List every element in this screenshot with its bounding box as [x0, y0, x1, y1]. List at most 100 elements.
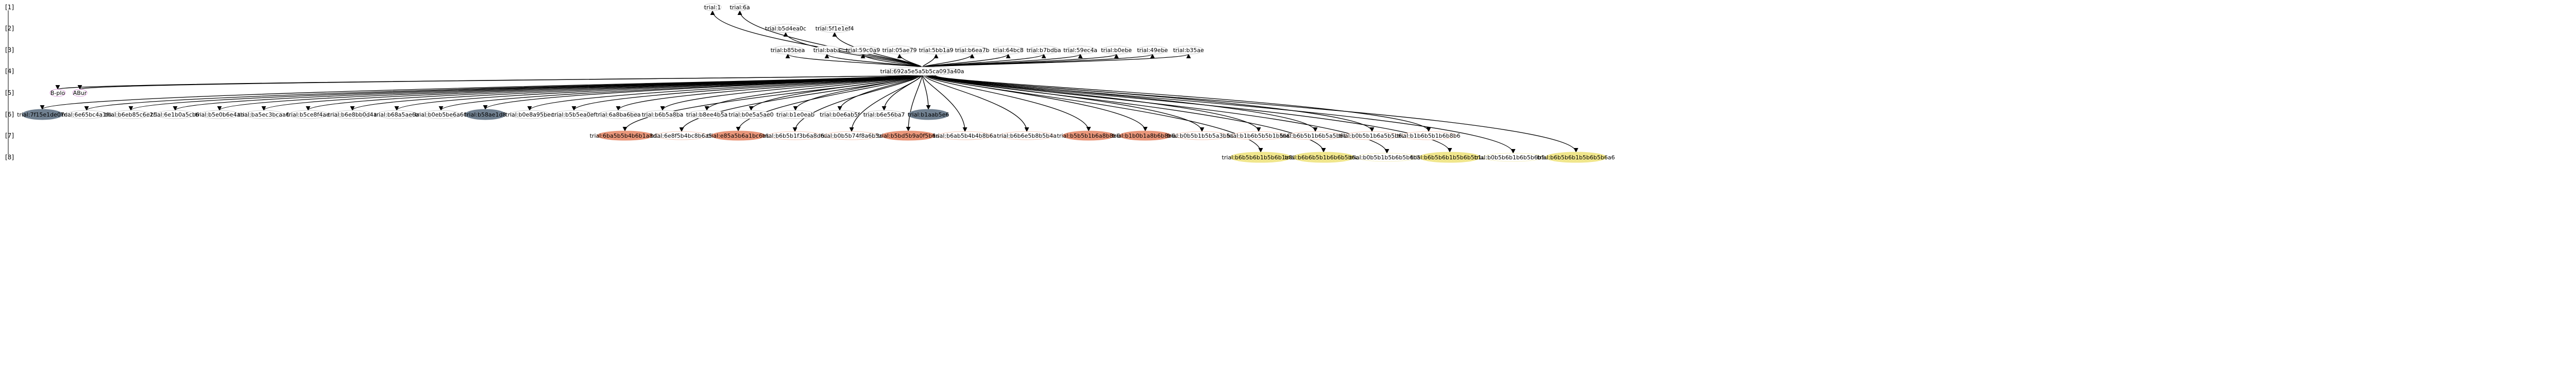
graph-node[interactable]: trial:b35ae [1173, 45, 1204, 55]
node-label: trial:05ae79 [883, 47, 917, 54]
node-label: trial:b0b5b1b6a5b5b6a [1338, 133, 1405, 139]
node-label: trial:b5b5ea0ef [552, 111, 597, 118]
node-ellipse [1065, 45, 1096, 55]
graph-node[interactable]: trial:b6b5b1b6b5a5b6b5 [1280, 131, 1351, 140]
graph-node[interactable]: trial:e85a5b6a1bc6ab [707, 130, 770, 141]
graph-node[interactable]: trial:b6ea7b [955, 45, 990, 55]
graph-node[interactable]: trial:b6e56ba7 [863, 110, 905, 119]
graph-node[interactable]: trial:b5b5b1b6a8b8b6 [1057, 130, 1121, 141]
node-ellipse [957, 45, 988, 55]
graph-node[interactable]: trial:b5bd5b9a0f5b6a [877, 130, 939, 141]
node-label: trial:6a [730, 4, 750, 11]
node-label: trial:1 [704, 4, 721, 11]
graph-node[interactable]: trial:7f15e1de07c [17, 109, 67, 120]
graph-node[interactable]: trial:5f1e1ef4 [816, 24, 854, 33]
edge-hub-n1a [710, 10, 919, 68]
node-ellipse [72, 89, 88, 97]
node-label: trial:b0b5b74f8a6b5a [821, 133, 883, 139]
graph-node[interactable]: trial:b6b6e5b8b5b4a [997, 131, 1057, 140]
graph-node[interactable]: trial:b6b5a8ba [642, 110, 684, 119]
graph-node[interactable]: trial:b7bdba [1026, 45, 1061, 55]
graph-node[interactable]: trial:692a5e5a5b5ca093a40a [880, 67, 964, 76]
graph-node[interactable]: trial:b5b5ea0ef [552, 110, 597, 119]
node-label: trial:b0b5b1b5b5a3b5a5 [1167, 133, 1238, 139]
graph-node[interactable]: trial:b58ae1d8 [465, 109, 506, 120]
node-label: trial:b5ce8f4ae [286, 111, 330, 118]
edge-hub-n8f [935, 75, 1579, 153]
graph-node[interactable]: trial:b5d4ea0c [765, 24, 806, 33]
graph-node[interactable]: trial:b1aab5e6 [908, 109, 950, 120]
node-ellipse [199, 110, 240, 119]
edge-hub-n3c [860, 54, 922, 68]
graph-node[interactable]: trial:6ba5b5b4b6b1a8d1 [590, 130, 660, 141]
graph-node[interactable]: trial:6e1b0a5cb6 [151, 110, 199, 119]
node-label: trial:5f1e1ef4 [816, 25, 854, 32]
graph-node[interactable]: trial:b6b5b6b1b5b6b5b1a6 [1411, 152, 1489, 163]
graph-node[interactable]: trial:b68a5ae6a [374, 110, 419, 119]
graph-node[interactable]: trial:59ec4a [1063, 45, 1097, 55]
graph-node[interactable]: trial:b1b0b1a8b6b8b6a [1112, 130, 1179, 141]
node-label: trial:b5d4ea0c [765, 25, 806, 32]
graph-node[interactable]: trial:b0e6ab5f [820, 110, 860, 119]
graph-node[interactable]: B-plo [49, 89, 66, 97]
graph-node[interactable]: trial:59c0a9 [846, 45, 880, 55]
node-ellipse [49, 89, 66, 97]
graph-node[interactable]: trial:05ae79 [883, 45, 917, 55]
graph-node[interactable]: trial:b8ee4b5a [686, 110, 728, 119]
graph-node[interactable]: trial:b0b5b1b5b5a3b5a5 [1167, 131, 1238, 140]
graph-node[interactable]: trial:b0e8a95bec [505, 110, 554, 119]
node-label: trial:b58ae1d8 [465, 111, 506, 118]
graph-node[interactable]: trial:b6eb85c6e25 [105, 110, 157, 119]
node-label: trial:b0b5b1b5b6b5b6b5a [1350, 154, 1424, 161]
node-ellipse [687, 110, 727, 119]
graph-node[interactable]: ABur [72, 89, 88, 97]
graph-node[interactable]: trial:b6b6b5b1b6b6b5b6a5 [1285, 152, 1363, 163]
node-ellipse [1101, 45, 1131, 55]
graph-node[interactable]: trial:ba5ec3bcaa6 [238, 110, 290, 119]
graph-node[interactable]: trial:b1b6b5b1b6b8b6 [1397, 131, 1461, 140]
graph-node[interactable]: trial:b0b5b6b1b6b5b6b5a5 [1475, 153, 1552, 162]
node-ellipse [703, 3, 722, 11]
graph-node[interactable]: trial:b6ab5b4b4b8b6a [934, 131, 997, 140]
graph-node[interactable]: trial:b1b6b5b5b1b5b6 [1227, 131, 1291, 140]
graph-node[interactable]: trial:b0b5b74f8a6b5a [821, 131, 883, 140]
graph-node[interactable]: trial:baba [814, 45, 841, 55]
graph-node[interactable]: trial:b6e8bb0d4a [328, 110, 377, 119]
graph-node[interactable]: trial:b6b5b6b1b5b6b1a8b6 [1222, 152, 1300, 163]
graph-node[interactable]: trial:b5e0b6e4ab [195, 110, 244, 119]
node-ellipse [881, 130, 936, 141]
graph-node[interactable]: trial:6a8ba6bea [596, 110, 641, 119]
graph-node[interactable]: trial:b6b5b1f3b6a8d6a [762, 131, 828, 140]
graph-node[interactable]: trial:b0eb5be6a60 [415, 110, 467, 119]
node-ellipse [993, 45, 1023, 55]
graph-node[interactable]: trial:b85bea [771, 45, 805, 55]
node-ellipse [883, 67, 961, 76]
node-label: trial:b0ebe [1101, 47, 1132, 54]
graph-node[interactable]: trial:b6b5b6b1b5b6b5b6a6 [1537, 152, 1615, 163]
node-ellipse [1230, 152, 1292, 163]
graph-node[interactable]: trial:6a [730, 3, 750, 11]
graph-node[interactable]: trial:64bc8 [993, 45, 1024, 55]
node-ellipse [730, 3, 750, 11]
node-label: trial:b35ae [1173, 47, 1204, 54]
graph-node[interactable]: trial:b0ebe [1101, 45, 1132, 55]
node-label: trial:6a8ba6bea [596, 111, 640, 118]
node-label: trial:b6b6b5b1b6b6b5b6a5 [1285, 154, 1363, 161]
node-ellipse [1401, 131, 1456, 140]
graph-node[interactable]: trial:5bb1a9 [919, 45, 954, 55]
node-ellipse [820, 110, 860, 119]
node-label: trial:b6b5b1f3b6a8d6a [762, 133, 828, 139]
graph-node[interactable]: trial:b5ce8f4ae [286, 110, 330, 119]
graph-node[interactable]: trial:b0e5a5ae0 [728, 110, 774, 119]
graph-node[interactable]: trial:b0b5b1b6a5b5b6a [1338, 131, 1405, 140]
node-label: trial:b6b5a8ba [642, 111, 684, 118]
graph-node[interactable]: trial:49ebe [1137, 45, 1168, 55]
graph-node[interactable]: trial:6e65bc4a1fb [61, 110, 112, 119]
level-label: [2] [5, 25, 14, 32]
graph-node[interactable]: trial:6e8f5b4bc8b6a5 [651, 131, 713, 140]
edge-hub-n7a [622, 75, 917, 132]
edge-hub-n3d [897, 54, 922, 68]
graph-node[interactable]: trial:b1e0eab [775, 110, 816, 119]
graph-node[interactable]: trial:1 [703, 3, 722, 11]
graph-node[interactable]: trial:b0b5b1b5b6b5b6b5a [1350, 153, 1424, 162]
